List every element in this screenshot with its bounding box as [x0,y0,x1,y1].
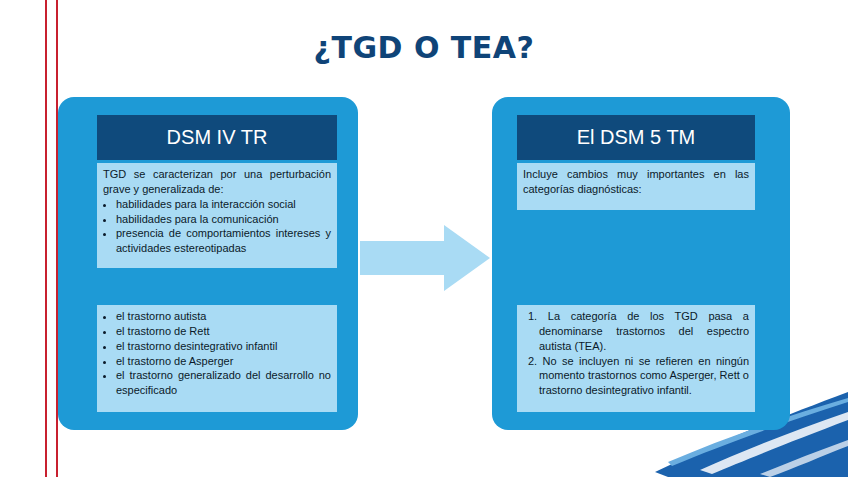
bullet-item: habilidades para la comunicación [116,212,331,227]
bullet-item: el trastorno de Rett [116,324,331,339]
numbered-item: 2. No se incluyen ni se refieren en ning… [523,354,749,399]
big-arrow [360,225,490,291]
bullet-item: habilidades para la interacción social [116,197,331,212]
diagram-title: ¿TGD O TEA? [0,30,848,65]
text-box: Incluye cambios muy importantes en las c… [517,163,755,210]
bullet-item: el trastorno desintegrativo infantil [116,339,331,354]
panel-box: El DSM 5 TM Incluye cambios muy important… [492,97,790,430]
text-box: el trastorno autistael trastorno de Rett… [97,305,337,412]
bullet-item: el trastorno de Asperger [116,354,331,369]
bullet-item: presencia de comportamientos intereses y… [116,226,331,256]
panel-box: DSM IV TR TGD se caracterizan por una per… [58,97,358,430]
panel-heading: El DSM 5 TM [517,115,755,160]
red-rule [45,0,47,477]
panel-heading: DSM IV TR [97,115,337,160]
bullet-item: el trastorno autista [116,309,331,324]
bullet-item: el trastorno generalizado del desarrollo… [116,368,331,398]
text-box: TGD se caracterizan por una perturbación… [97,163,337,268]
text-box: 1. La categoría de los TGD pasa a denomi… [517,305,755,412]
body-text: TGD se caracterizan por una perturbación… [103,167,331,197]
numbered-item: 1. La categoría de los TGD pasa a denomi… [523,309,749,354]
body-text: Incluye cambios muy importantes en las c… [523,167,749,197]
